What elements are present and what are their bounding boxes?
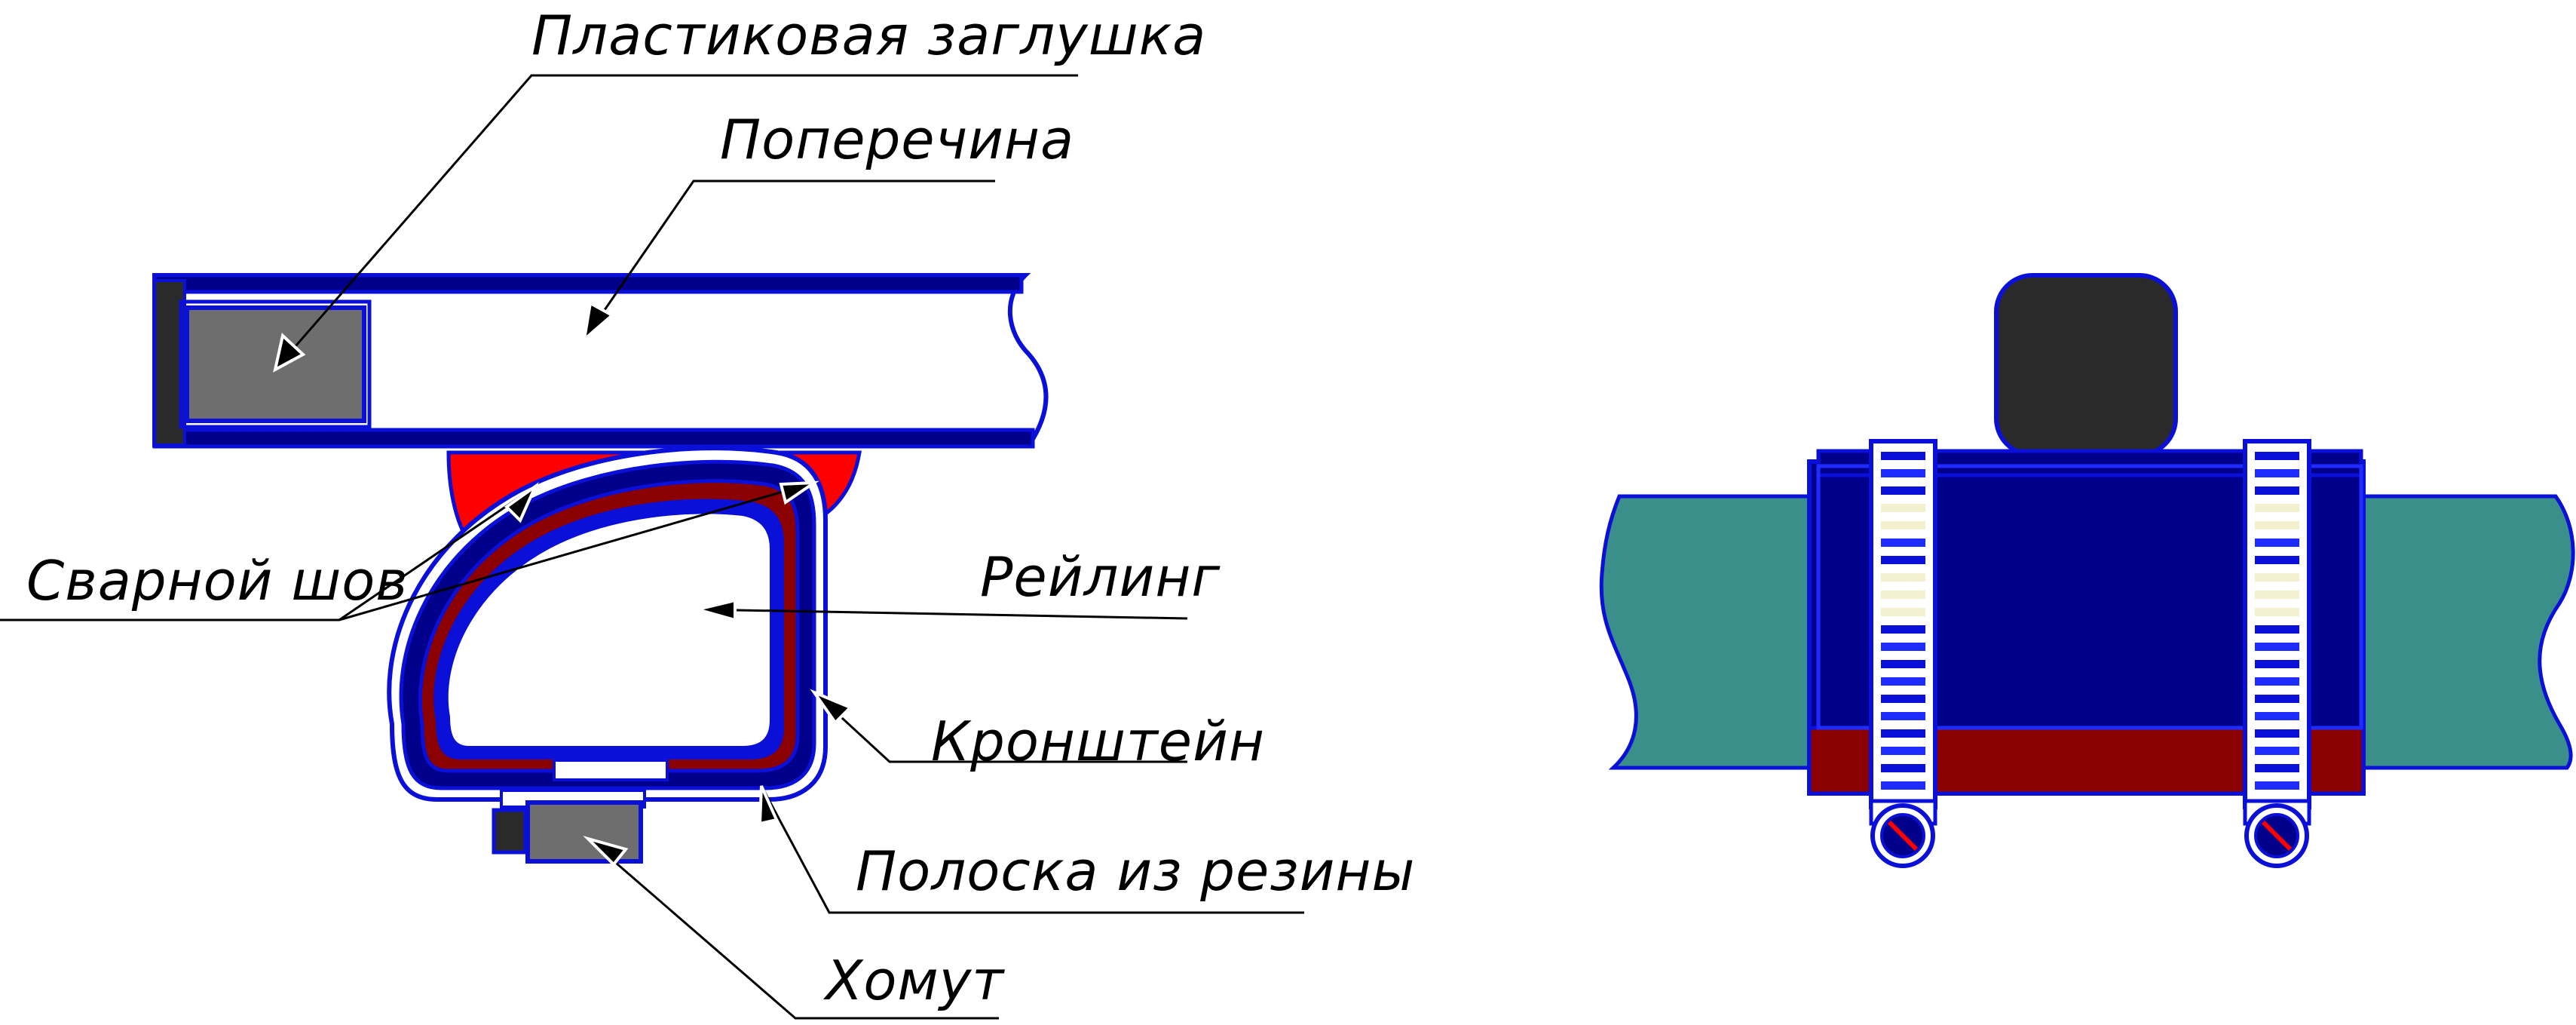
clamp-slot [1879,468,1927,479]
clamp-slot [1879,450,1927,462]
label-rubber-strip: Полоска из резины [856,839,1415,903]
clamp-slot [2253,554,2301,566]
clamp-slot [1879,693,1927,704]
cross-section-view: Пластиковая заглушка Поперечина Сварной … [0,4,1415,1020]
clamp-slot [2253,693,2301,704]
clamp-slot [1879,763,1927,774]
clamp-slot [2253,763,2301,774]
label-rail: Рейлинг [980,545,1221,609]
clamp-slot [2253,606,2301,618]
clamp-slot [1879,624,1927,635]
clamp-band-left [1869,439,1937,868]
clamp-slot [1879,658,1927,670]
clamp-slot [1879,502,1927,514]
side-view [1599,273,2575,868]
clamp-slot [2253,502,2301,514]
clamp-slot [2253,537,2301,548]
label-crossbar: Поперечина [720,108,1074,171]
clamp-slot [2253,641,2301,652]
clamp-slot [1879,485,1927,496]
clamp-slot [1879,572,1927,583]
clamp-slot [2253,658,2301,670]
clamp-slot [2253,745,2301,756]
clamp-slot [1879,537,1927,548]
clamp-slot [1879,745,1927,756]
clamp-slot [2253,624,2301,635]
clamp-slot [1879,728,1927,739]
crossbar-block [1994,273,2178,457]
clamp-slot [1879,641,1927,652]
clamp-band-right [2243,439,2311,868]
clamp-screw-head [492,808,528,855]
label-plastic-cap: Пластиковая заглушка [531,4,1206,67]
clamp-slot [2253,780,2301,791]
clamp-slot [1879,589,1927,600]
clamp-slot [2253,728,2301,739]
rail-profile [433,499,784,781]
clamp-slot [2253,468,2301,479]
clamp-slot [1879,554,1927,566]
clamp-slot [2253,676,2301,687]
label-clamp: Хомут [822,949,1005,1012]
clamp-slot [1879,710,1927,722]
crossbar-tube [152,273,1049,449]
clamp-slot [2253,485,2301,496]
clamp-slot [1879,676,1927,687]
label-weld: Сварной шов [26,549,409,612]
clamp-slot [1879,780,1927,791]
clamp-slot [2253,572,2301,583]
clamp-slot [2253,710,2301,722]
clamp-slot [2253,450,2301,462]
clamp-slot [1879,606,1927,618]
clamp-slot [1879,520,1927,531]
clamp-slot [2253,589,2301,600]
label-bracket: Кронштейн [931,710,1265,773]
arrow-heads [273,300,853,867]
clamp-slot [2253,520,2301,531]
